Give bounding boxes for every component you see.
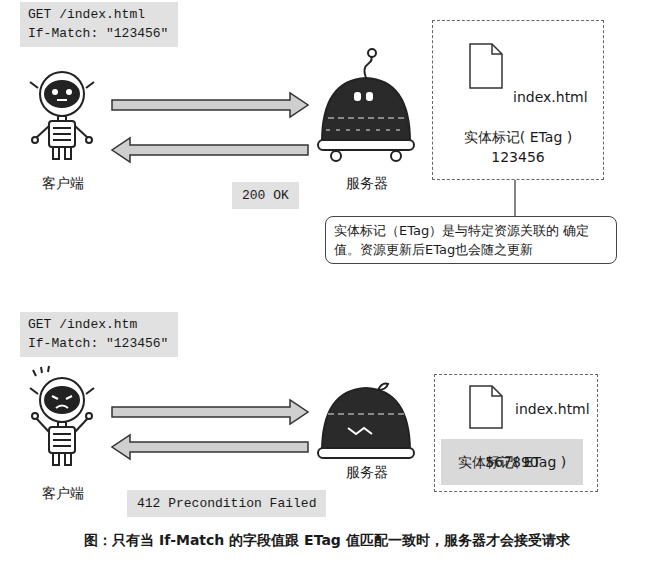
resource-box: index.html 实体标记( ETag )567890 bbox=[434, 374, 598, 492]
client-node: 客户端 bbox=[18, 58, 108, 193]
client-robot-sad bbox=[30, 366, 94, 465]
client-robot bbox=[30, 72, 94, 159]
message-arrow bbox=[112, 93, 308, 117]
node-text: GET /index.html bbox=[28, 5, 168, 24]
node-text: 实体标记（ETag）是与特定资源关联的 确定值。资源更新后ETag也会随之更新 bbox=[334, 221, 608, 259]
server-robot-closed bbox=[318, 384, 414, 458]
figure-caption: 图：只有当 If-Match 的字段值跟 ETag 值匹配一致时，服务器才会接受… bbox=[0, 532, 654, 550]
callout-box: 实体标记（ETag）是与特定资源关联的 确定值。资源更新后ETag也会随之更新 bbox=[325, 216, 617, 264]
server-robot bbox=[318, 49, 414, 161]
file-icon bbox=[470, 44, 502, 88]
node-text: If-Match: "123456" bbox=[28, 24, 168, 43]
node-text: index.html bbox=[515, 401, 590, 417]
server-node: 服务器 bbox=[312, 372, 422, 482]
response-box: 412 Precondition Failed bbox=[127, 490, 326, 517]
node-text: 客户端 bbox=[42, 485, 84, 503]
node-text: 567890 bbox=[485, 453, 538, 472]
node-text: If-Match: "123456" bbox=[28, 334, 168, 353]
resource-box: index.html 实体标记( ETag ) 123456 bbox=[432, 20, 604, 180]
request-box: GET /index.htmlIf-Match: "123456" bbox=[20, 2, 178, 47]
client-node: 客户端 bbox=[18, 368, 108, 503]
node-text: 服务器 bbox=[346, 175, 388, 193]
node-text: 服务器 bbox=[346, 464, 388, 482]
node-text: 200 OK bbox=[242, 188, 289, 203]
node-text: index.html bbox=[513, 89, 588, 105]
etag-band: 实体标记( ETag )567890 bbox=[441, 439, 583, 485]
node-text: 实体标记( ETag ) bbox=[433, 129, 603, 147]
message-arrow bbox=[112, 435, 308, 459]
node-text: GET /index.htm bbox=[28, 315, 168, 334]
node-text: 412 Precondition Failed bbox=[137, 496, 316, 511]
node-text: 客户端 bbox=[42, 175, 84, 193]
file-icon bbox=[470, 386, 502, 428]
leader-line bbox=[514, 180, 515, 216]
node-text: 123456 bbox=[433, 149, 603, 165]
response-box: 200 OK bbox=[232, 182, 299, 209]
server-node: 服务器 bbox=[312, 60, 422, 193]
message-arrow bbox=[112, 138, 308, 162]
request-box: GET /index.htmIf-Match: "123456" bbox=[20, 312, 178, 357]
message-arrow bbox=[112, 400, 308, 424]
